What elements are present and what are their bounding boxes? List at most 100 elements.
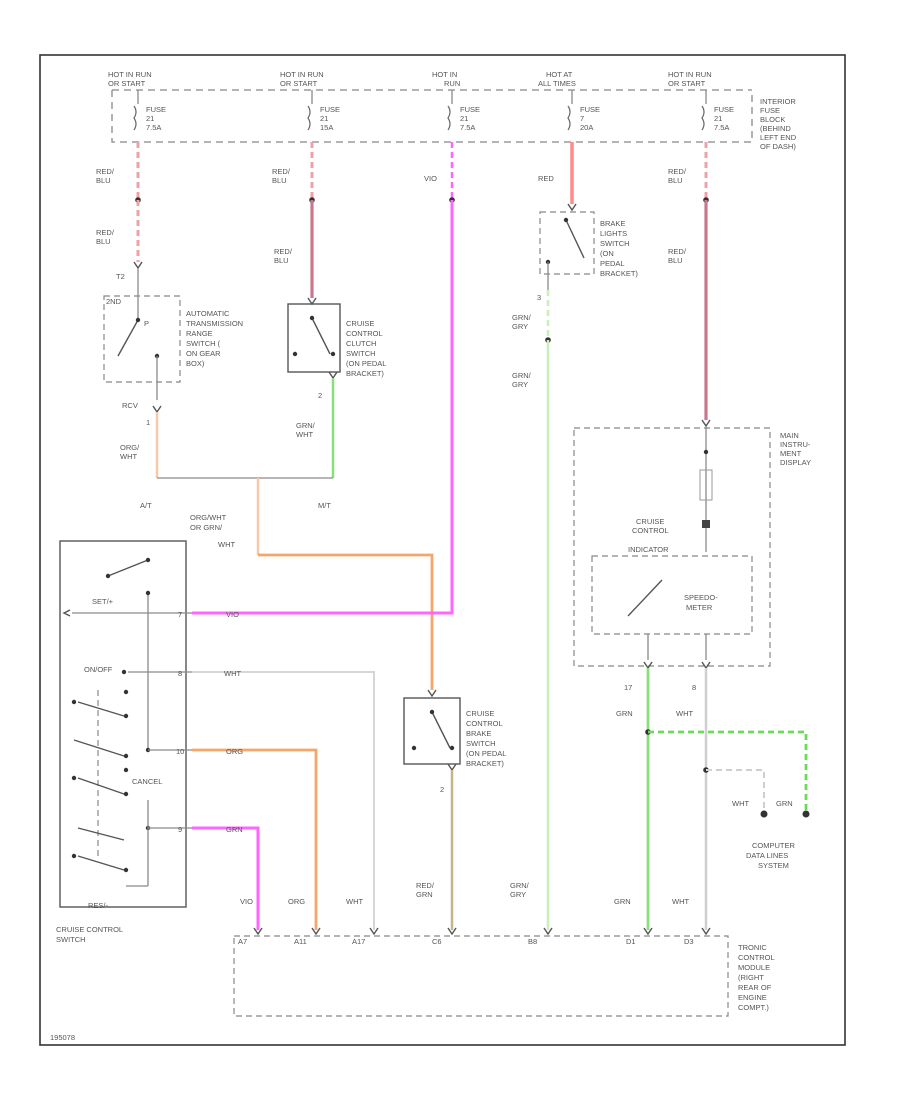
set-node [145,590,151,596]
hot-run-3b-label: OR START [668,79,706,88]
pin-2b: 2 [440,785,444,794]
org-wht-grn-3: WHT [218,540,235,549]
fuse-4-num: 7 [580,114,584,123]
pcm-d3: D3 [684,937,694,946]
at-label: A/T [140,501,152,510]
fuse-4-word: FUSE [580,105,600,114]
cc-switch-l1: CRUISE CONTROL [56,925,123,934]
fuse-block-l4: (BEHIND [760,124,791,133]
wire-wht-data-line [706,769,765,812]
on-off-label: ON/OFF [84,665,113,674]
tcm-l2: CONTROL [738,953,775,962]
red-2b-label: RED/ [274,247,293,256]
sw-contact-1a [71,699,77,705]
tronic-control-module-box [233,935,729,1017]
brake-lt-l1: BRAKE [600,219,625,228]
vio-3-label: VIO [424,174,437,183]
pin-rcv: RCV [122,401,138,410]
brake-lights-pivot [563,217,569,223]
cancel-label: CANCEL [132,777,162,786]
clutch-l5: (ON PEDAL [346,359,386,368]
blu-2b-label: BLU [274,256,289,265]
fuse-block-l2: FUSE [760,106,780,115]
sw-contact-3c [123,791,129,797]
bot-wht: WHT [346,897,363,906]
clutch-switch-blade [311,317,331,355]
cruise-control-switch-box [59,540,187,908]
fuse-5-word: FUSE [714,105,734,114]
brake-lt-l3: SWITCH [600,239,630,248]
connector-rcv-icon [152,405,162,414]
connector-8-icon [701,661,711,670]
at-sw-l5: ON GEAR [186,349,221,358]
pin-3: 3 [537,293,541,302]
brake-lights-switch-blade [565,219,585,259]
main-inst-l1: MAIN [780,431,799,440]
blu-2-label: BLU [272,176,287,185]
indicator-bulb-icon [699,469,713,501]
bot-org: ORG [288,897,305,906]
wire-org-res [192,748,318,930]
tcm-l3: MODULE [738,963,770,972]
sw-pin-7: 7 [178,610,182,619]
bot-grn: GRN [614,897,631,906]
fuse-2-num: 21 [320,114,328,123]
brake-lt-l5: PEDAL [600,259,625,268]
data-l1: COMPUTER [752,841,796,850]
fuse-5-num: 21 [714,114,722,123]
at-sw-l2: TRANSMISSION [186,319,243,328]
connector-d1-icon [643,927,653,936]
org-wht-1: ORG/ [120,443,140,452]
red-grn-1b: GRN [416,890,433,899]
pcm-b8: B8 [528,937,537,946]
connector-clutch-out-icon [328,371,338,380]
wire-vio-to-switch [192,200,454,615]
resume-label: RES/- [88,901,109,910]
main-switch-pivot [105,573,111,579]
footer-id: 195078 [50,1033,75,1042]
connector-17-icon [643,661,653,670]
on-off-node [121,669,127,675]
wire-vio-cancel [192,826,260,930]
fuse-2-word: FUSE [320,105,340,114]
connector-b8-icon [543,927,553,936]
data-term-wht [760,810,768,818]
main-inst-l3: MENT [780,449,802,458]
indicator-node [703,449,709,455]
brake-lt-l2: LIGHTS [600,229,627,238]
brake-switch-pivot [429,709,435,715]
connector-t2-icon [133,261,143,270]
pin-2: 2 [318,391,322,400]
data-term-grn [802,810,810,818]
clutch-l2: CONTROL [346,329,383,338]
fuse-4-icon [567,105,571,131]
fuse-block-l5: LEFT END [760,133,797,142]
speedometer-box [591,555,753,635]
tcm-l6: ENGINE [738,993,767,1002]
grn-wht-1b: WHT [296,430,313,439]
sw-contact-5a [71,853,77,859]
sw-contact-1c [123,713,129,719]
connector-clutch-in-icon [307,297,317,306]
mt-label: M/T [318,501,331,510]
brake-switch-blade [431,711,451,749]
sw-contact-1b [123,689,129,695]
pin-t2: T2 [116,272,125,281]
grn-gry-1b: GRY [512,322,528,331]
at-sw-l6: BOX) [186,359,205,368]
brk-sw-l3: BRAKE [466,729,491,738]
bot-grn-gry-1b: GRY [510,890,526,899]
connector-brake-out-icon [447,763,457,772]
red-1-label: RED/ [96,167,115,176]
grn-gry-2b: GRY [512,380,528,389]
at-switch-pivot [135,317,141,323]
grn-gry-1: GRN/ [512,313,532,322]
blu-1-label: BLU [96,176,111,185]
sw-vio: VIO [226,610,239,619]
fuse-block-l6: OF DASH) [760,142,796,151]
grn-b: GRN [776,799,793,808]
fuse-4-amp: 20A [580,123,593,132]
grn-wht-1: GRN/ [296,421,316,430]
sw-blade-4 [77,827,125,841]
